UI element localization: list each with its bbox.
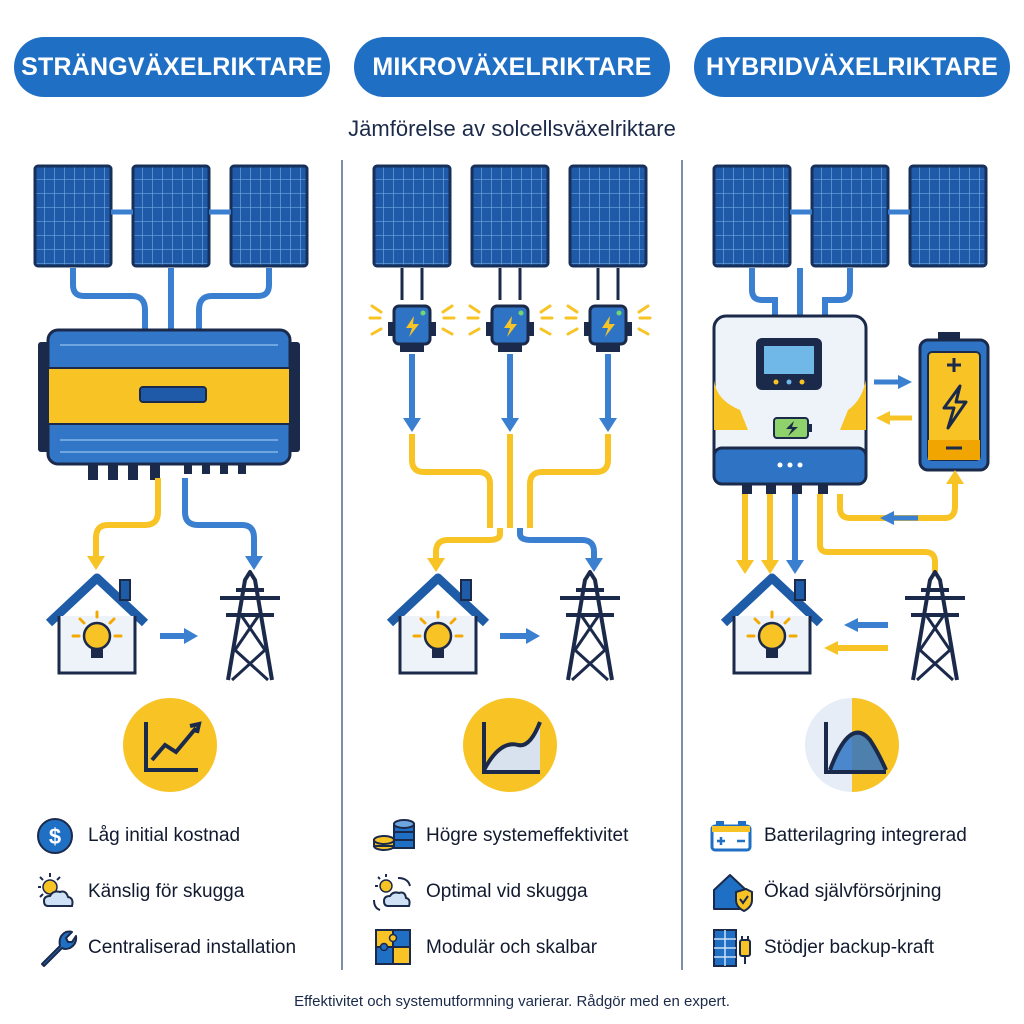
feature-optimal-shade: Optimal vid skugga	[368, 870, 588, 914]
efficiency-curve-icon	[463, 698, 557, 792]
pylon-icon-hybrid	[903, 570, 967, 682]
feature-higher-efficiency: Högre systemeffektivitet	[368, 814, 628, 858]
feature-label: Modulär och skalbar	[426, 937, 598, 958]
inverter-comparison-diagram	[33, 164, 990, 792]
feature-label: Ökad självförsörjning	[764, 881, 942, 902]
solar-panels-string	[33, 164, 309, 268]
battery-icon	[710, 821, 752, 852]
feature-backup-power: Stödjer backup-kraft	[706, 926, 934, 970]
feature-modular: Modulär och skalbar	[368, 926, 597, 970]
battery-storage-icon	[918, 332, 990, 472]
solar-panels-hybrid	[712, 164, 988, 268]
svg-text:$: $	[49, 824, 61, 849]
micro-inverter-1	[368, 304, 456, 354]
feature-shade-sensitive: Känslig för skugga	[30, 870, 244, 914]
header-string-inverter: STRÄNGVÄXELRIKTARE	[14, 37, 330, 97]
growth-chart-icon	[123, 698, 217, 792]
pylon-icon-string	[218, 570, 282, 682]
feature-label: Batterilagring integrerad	[764, 825, 967, 846]
feature-central-install: Centraliserad installation	[30, 926, 296, 970]
feature-label: Centraliserad installation	[88, 937, 297, 958]
house-shield-icon	[713, 874, 753, 913]
solar-panels-micro	[372, 164, 648, 268]
page-subtitle: Jämförelse av solcellsväxelriktare	[348, 116, 676, 141]
micro-inverter-2	[466, 304, 554, 354]
sun-cloud-cycle-icon	[373, 874, 411, 911]
sun-cloud-icon	[38, 873, 74, 907]
feature-label: Högre systemeffektivitet	[426, 825, 629, 846]
house-icon-micro	[390, 578, 486, 673]
feature-battery-storage: Batterilagring integrerad	[706, 814, 967, 858]
micro-inverter-3	[564, 304, 652, 354]
feature-label: Stödjer backup-kraft	[764, 937, 935, 958]
column-divider-right	[681, 160, 683, 970]
house-icon-string	[49, 578, 145, 673]
solar-panel-plug-icon	[713, 929, 751, 967]
feature-label: Optimal vid skugga	[426, 881, 588, 902]
hybrid-inverter-box	[712, 314, 868, 494]
feature-label: Låg initial kostnad	[88, 825, 241, 846]
coin-stack-icon	[373, 819, 415, 851]
puzzle-icon	[375, 929, 411, 965]
wrench-icon	[41, 930, 78, 967]
feature-low-cost: $ Låg initial kostnad	[30, 814, 240, 858]
column-divider-left	[341, 160, 343, 970]
dollar-coin-icon: $	[37, 818, 73, 854]
feature-self-sufficiency: Ökad självförsörjning	[706, 870, 941, 914]
feature-label: Känslig för skugga	[88, 881, 245, 902]
header-micro-inverter: MIKROVÄXELRIKTARE	[354, 37, 670, 97]
self-sufficiency-chart-icon	[805, 698, 899, 792]
header-hybrid-inverter: HYBRIDVÄXELRIKTARE	[694, 37, 1010, 97]
footer-disclaimer: Effektivitet och systemutformning varier…	[294, 993, 730, 1010]
pylon-icon-micro	[558, 570, 622, 682]
string-inverter-box	[38, 328, 300, 480]
house-icon-hybrid	[724, 578, 820, 673]
